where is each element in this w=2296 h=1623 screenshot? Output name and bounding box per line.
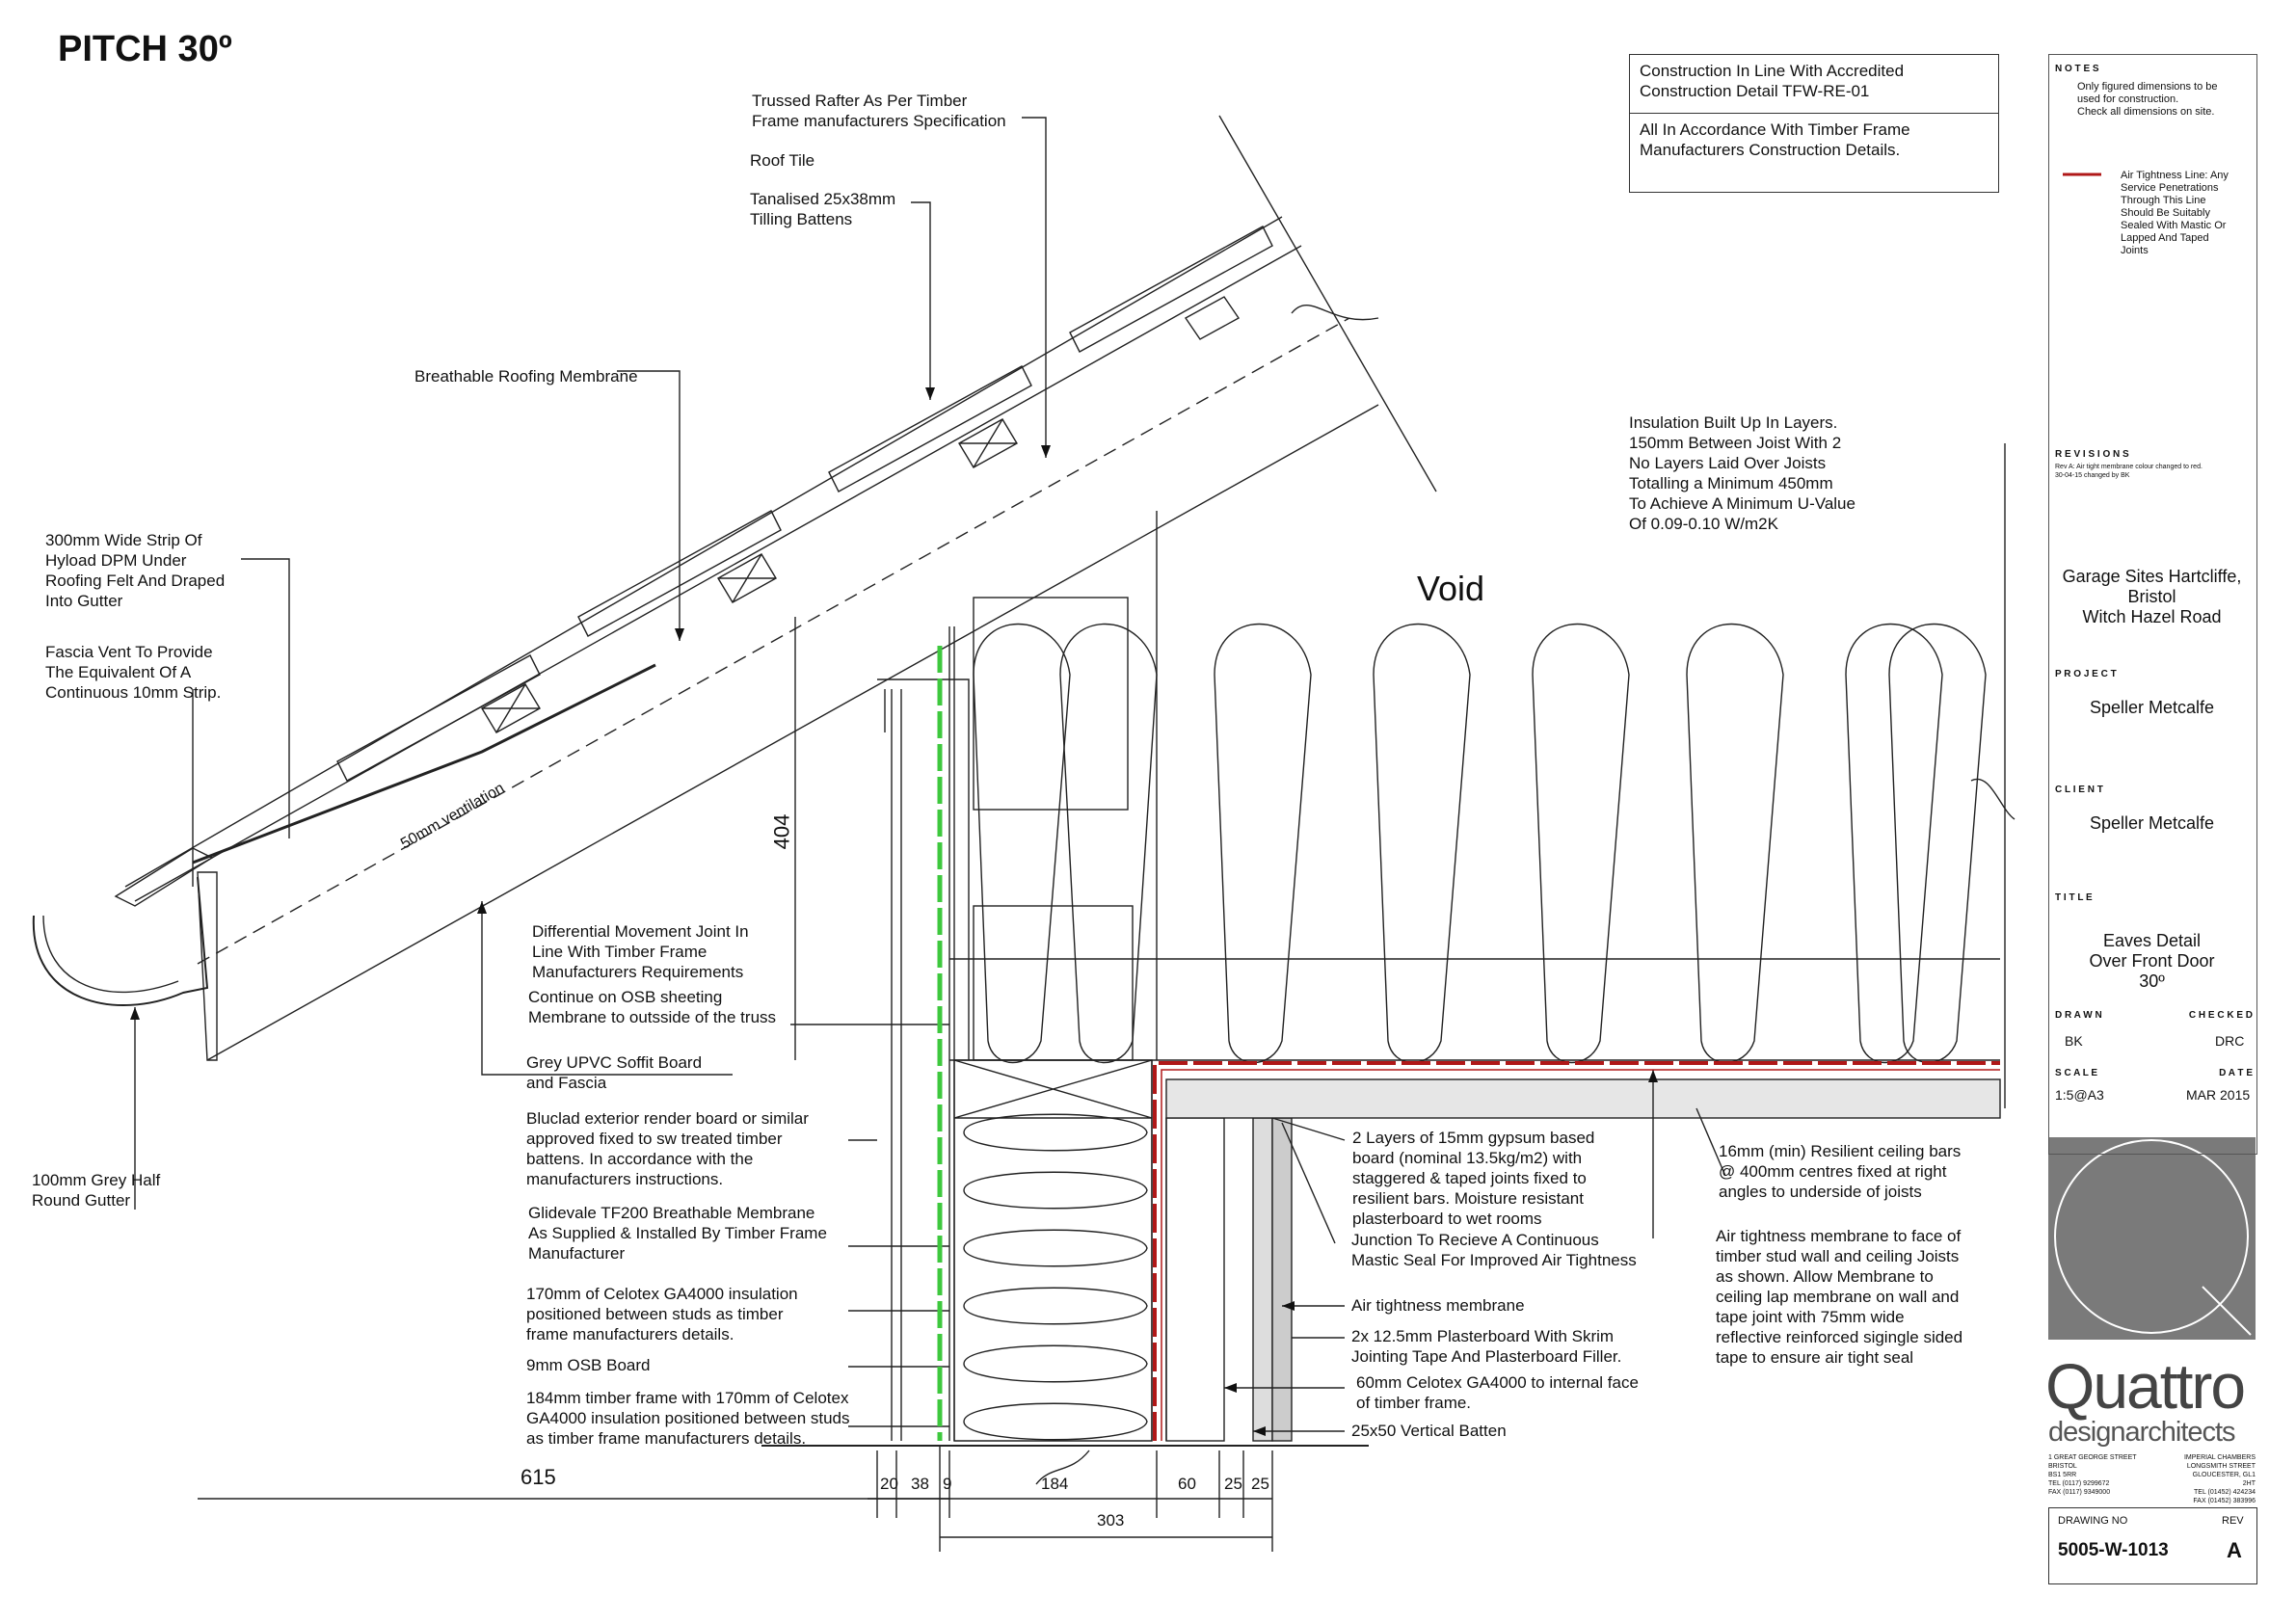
client-heading: C L I E N T [2055,785,2103,795]
label-gypsum: 2 Layers of 15mm gypsum based board (nom… [1352,1129,1595,1228]
drawing-number-box [2048,1507,2257,1584]
drawing-title: Eaves Detail Over Front Door 30º [2089,931,2215,991]
project-heading: P R O J E C T [2055,669,2117,679]
soffit-box-top [973,597,1129,811]
drawing-number: 5005-W-1013 [2058,1540,2169,1560]
legend-text: Air Tightness Line: Any Service Penetrat… [2121,170,2229,256]
rev-heading: REV [2222,1515,2244,1527]
tile [577,510,782,637]
roof-tile-line [124,216,1283,888]
address-right: IMPERIAL CHAMBERS LONGSMITH STREET GLOUC… [2183,1454,2256,1504]
drawn-by: BK [2065,1033,2083,1049]
fascia [197,871,218,1061]
air-tightness-line [1153,1061,2000,1441]
label-osb-board: 9mm OSB Board [526,1356,651,1374]
drawing-pitch-title: PITCH 30º [58,29,232,69]
label-junction: Junction To Recieve A Continuous Mastic … [1351,1231,1637,1269]
checked-by: DRC [2215,1033,2245,1049]
membrane-line [134,245,1302,902]
label-celotex-studs: 170mm of Celotex GA4000 insulation posit… [526,1285,798,1344]
drawing-no-heading: DRAWING NO [2058,1515,2128,1527]
label-dpm-strip: 300mm Wide Strip Of Hyload DPM Under Roo… [45,531,226,610]
label-movement-joint: Differential Movement Joint In Line With… [532,922,749,981]
label-timber-frame: 184mm timber frame with 170mm of Celotex… [526,1389,850,1448]
dimension-20: 20 [880,1475,898,1493]
accredited-detail-note: Construction In Line With Accredited Con… [1630,55,1998,114]
date-value: MAR 2015 [2186,1087,2251,1103]
gutter [32,876,209,1006]
site-name: Garage Sites Hartcliffe, Bristol Witch H… [2062,567,2242,626]
dimension-303: 303 [1097,1511,1125,1530]
label-gutter: 100mm Grey Half Round Gutter [32,1171,161,1210]
revision-letter: A [2227,1538,2242,1562]
label-roof-tile: Roof Tile [750,151,815,170]
notes-heading: N O T E S [2055,64,2099,74]
notes-box: Construction In Line With Accredited Con… [1629,54,1999,193]
label-air-membrane: Air tightness membrane [1351,1296,1525,1315]
label-battens: Tanalised 25x38mm Tilling Battens [750,190,896,228]
dimension-60: 60 [1178,1475,1196,1493]
wall-insulation [963,1113,1148,1441]
scale-value: 1:5@A3 [2055,1087,2104,1103]
label-render-board: Bluclad exterior render board or similar… [526,1109,809,1188]
label-air-membrane-face: Air tightness membrane to face of timber… [1716,1227,1963,1367]
dimension-404: 404 [769,813,794,850]
tile [1069,226,1273,353]
dimension-184: 184 [1041,1475,1069,1493]
firm-subtitle: designarchitects [2048,1417,2236,1448]
rafter-bottom [206,404,1379,1061]
rafter-top [197,317,1350,965]
client-name: Speller Metcalfe [2089,813,2215,833]
dimension-38: 38 [911,1475,929,1493]
title-heading: T I T L E [2055,892,2093,903]
tile [336,654,541,782]
label-glidevale: Glidevale TF200 Breathable Membrane As S… [528,1204,827,1263]
label-batten: 25x50 Vertical Batten [1351,1422,1507,1440]
label-resilient-bars: 16mm (min) Resilient ceiling bars @ 400m… [1719,1142,1962,1201]
label-breathable-membrane: Breathable Roofing Membrane [414,367,638,386]
label-plasterboard: 2x 12.5mm Plasterboard With Skrim Jointi… [1351,1327,1622,1366]
dimension-9: 9 [943,1475,952,1493]
quattro-logo-mark [2048,1137,2256,1340]
project-name: Speller Metcalfe [2089,698,2215,717]
soffit-box-low [973,905,1134,1061]
void-label: Void [1417,569,1485,608]
label-soffit: Grey UPVC Soffit Board and Fascia [526,1053,703,1092]
roof-break [1218,115,1437,492]
tile [114,847,214,907]
label-trussed-rafter: Trussed Rafter As Per Timber Frame manuf… [752,92,1006,130]
break-squiggle [1291,304,1379,321]
label-celotex-internal: 60mm Celotex GA4000 to internal face of … [1356,1373,1639,1412]
revisions-heading: R E V I S I O N S [2055,449,2129,460]
void-insulation [973,623,1987,1064]
revision-text: Rev A: Air tight membrane colour changed… [2055,464,2203,479]
label-osb-sheeting: Continue on OSB sheeting Membrane to out… [528,988,777,1026]
tile [828,365,1032,492]
dimension-615: 615 [521,1465,556,1489]
title-block [2048,54,2257,1155]
notes-text: Only figured dimensions to be used for c… [2077,81,2218,118]
address-left: 1 GREAT GEORGE STREET BRISTOL BS1 5RR TE… [2048,1454,2137,1496]
firm-name: Quattro [2045,1350,2246,1422]
frame-details-note: All In Accordance With Timber Frame Manu… [1640,120,1910,159]
dimension-25a: 25 [1224,1475,1242,1493]
label-fascia-vent: Fascia Vent To Provide The Equivalent Of… [45,643,222,702]
insulation-note: Insulation Built Up In Layers. 150mm Bet… [1629,413,1855,533]
dimension-25b: 25 [1251,1475,1269,1493]
